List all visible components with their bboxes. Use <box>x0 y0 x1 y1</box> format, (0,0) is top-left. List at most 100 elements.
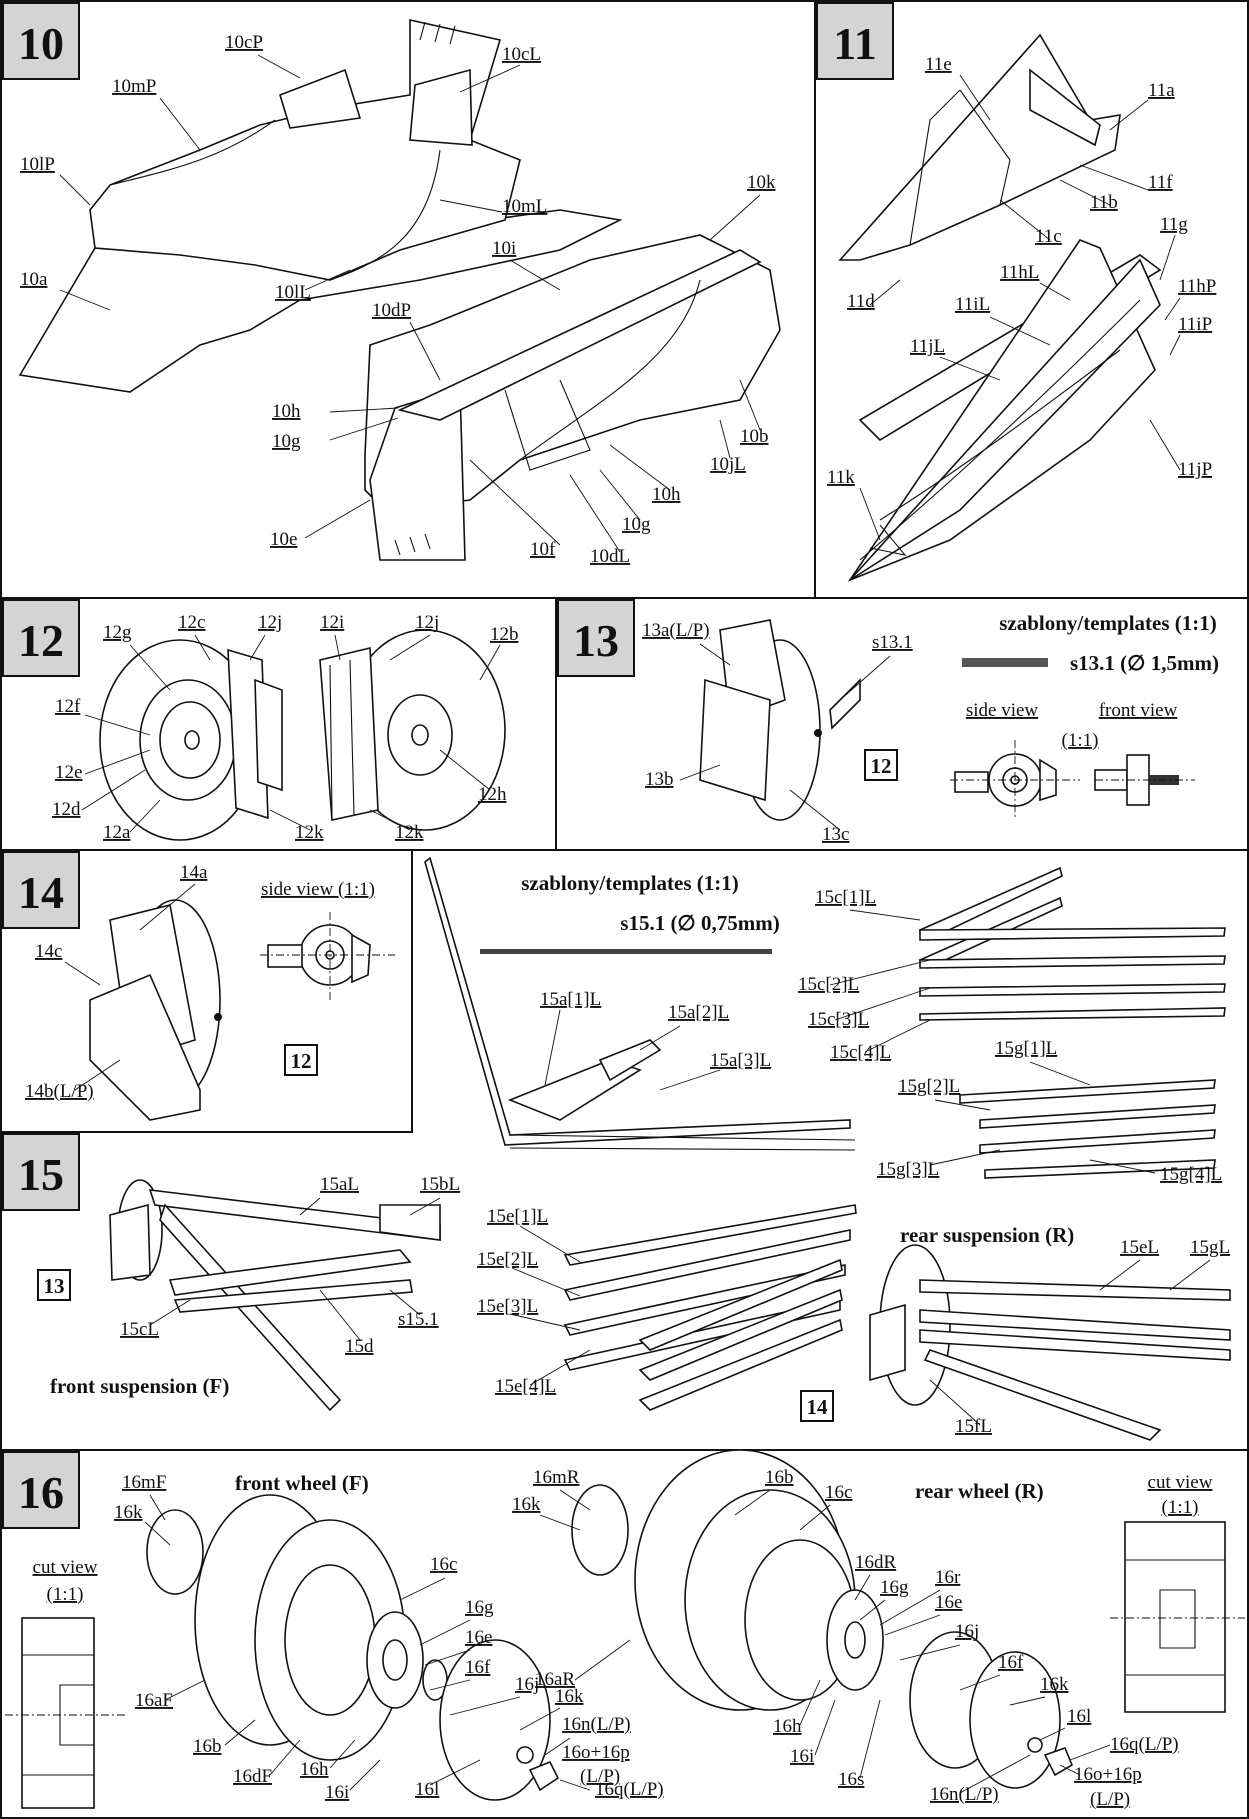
label-15c[4]L: 15c[4]L <box>830 1042 891 1063</box>
label-16b: 16b <box>765 1467 794 1488</box>
leader-line <box>884 1614 941 1636</box>
leader-line <box>509 1313 581 1331</box>
label-10g: 10g <box>272 431 301 452</box>
leader-line <box>349 1759 381 1791</box>
label-16f: 16f <box>465 1657 491 1678</box>
leader-line <box>164 1679 206 1701</box>
label-10lL: 10lL <box>275 282 311 303</box>
label-16g: 16g <box>465 1597 494 1618</box>
template-rod-15: s15.1 (∅ 0,75mm) <box>620 911 779 935</box>
label-10mP: 10mP <box>112 76 156 97</box>
panel-number-11: 11 <box>816 2 894 80</box>
label-(L/P): (L/P) <box>580 1766 620 1787</box>
leader-line <box>539 1514 581 1531</box>
label-11b: 11b <box>1090 192 1118 213</box>
label-16g: 16g <box>880 1577 909 1598</box>
label-16n(L/P): 16n(L/P) <box>930 1784 999 1805</box>
label-16dF: 16dF <box>233 1766 272 1787</box>
leader-line <box>59 174 91 206</box>
label-10h: 10h <box>652 484 681 505</box>
label-11iL: 11iL <box>955 294 990 315</box>
leader-line <box>934 1099 991 1111</box>
label-12d: 12d <box>52 799 81 820</box>
leader-line <box>734 1489 771 1516</box>
label-11k: 11k <box>827 467 855 488</box>
leader-line <box>929 1149 1001 1166</box>
leader-line <box>569 474 621 553</box>
leader-line <box>144 1521 171 1546</box>
leader-line <box>149 1299 191 1326</box>
leader-line <box>849 909 921 921</box>
front-suspension-caption: front suspension (F) <box>50 1374 229 1398</box>
leader-line <box>1099 1259 1141 1291</box>
leader-line <box>389 634 431 661</box>
svg-text:11: 11 <box>833 18 876 69</box>
label-16s: 16s <box>838 1769 864 1790</box>
label-10k: 10k <box>747 172 776 193</box>
leader-line <box>334 634 341 661</box>
front-view-label-13: front view <box>1099 700 1178 721</box>
label-13b: 13b <box>645 769 674 790</box>
label-12h: 12h <box>478 784 507 805</box>
leader-line <box>329 1739 356 1769</box>
leader-line <box>559 1779 591 1791</box>
rear-wheel-title: rear wheel (R) <box>915 1479 1044 1503</box>
leader-line <box>129 644 171 691</box>
leader-line <box>64 961 101 986</box>
label-14b(L/P): 14b(L/P) <box>25 1081 94 1102</box>
leader-line <box>544 1737 571 1756</box>
leader-line <box>999 199 1051 241</box>
panel-number-15: 15 <box>2 1133 80 1211</box>
label-16o+16p: 16o+16p <box>1074 1764 1142 1785</box>
panel-14-drawing <box>89 899 395 1121</box>
panel-number-10: 10 <box>2 2 80 80</box>
leader-line <box>709 194 761 241</box>
leader-line <box>74 1059 121 1091</box>
leader-line <box>429 1759 481 1786</box>
label-13a(L/P): 13a(L/P) <box>642 620 710 641</box>
label-16h: 16h <box>773 1716 802 1737</box>
label-16c: 16c <box>825 1482 852 1503</box>
label-15aL: 15aL <box>320 1174 359 1195</box>
leader-line <box>1079 164 1149 191</box>
leader-line <box>419 1619 471 1646</box>
leader-line <box>529 1349 591 1386</box>
cut-view-scale-rear: (1:1) <box>1162 1497 1199 1518</box>
leader-line <box>84 749 151 775</box>
label-15e[1]L: 15e[1]L <box>487 1206 548 1227</box>
label-15c[3]L: 15c[3]L <box>808 1009 869 1030</box>
label-16dR: 16dR <box>855 1552 897 1573</box>
label-15a[3]L: 15a[3]L <box>710 1050 771 1071</box>
cut-view-label-rear: cut view <box>1148 1472 1213 1493</box>
label-(L/P): (L/P) <box>1090 1789 1130 1810</box>
label-16b: 16b <box>193 1736 222 1757</box>
label-15d: 15d <box>345 1336 374 1357</box>
label-s15.1: s15.1 <box>398 1309 439 1330</box>
template-rod-13: s13.1 (∅ 1,5mm) <box>1070 651 1219 675</box>
leader-line <box>299 1197 321 1216</box>
leader-line <box>544 1009 561 1086</box>
label-10a: 10a <box>20 269 48 290</box>
leader-line <box>799 1679 821 1726</box>
label-12k: 12k <box>295 822 324 843</box>
label-15e[4]L: 15e[4]L <box>495 1376 556 1397</box>
leader-line <box>1164 297 1181 321</box>
leader-line <box>699 643 731 666</box>
leader-line <box>509 259 561 291</box>
label-16f: 16f <box>998 1652 1024 1673</box>
leader-line <box>459 64 521 93</box>
label-12j: 12j <box>415 612 439 633</box>
ref-box-14-in-15: 14 <box>807 1395 829 1419</box>
leader-line <box>959 74 991 121</box>
leader-line <box>1149 419 1181 471</box>
part-labels: 10cP10cL10mP10lP10mL10a10lL10k10i10dP10h… <box>20 32 1230 1810</box>
svg-text:14: 14 <box>18 867 64 918</box>
leader-line <box>389 1289 421 1316</box>
leader-line <box>319 1289 361 1341</box>
leader-line <box>224 1719 256 1746</box>
label-15g[2]L: 15g[2]L <box>898 1076 960 1097</box>
label-10lP: 10lP <box>20 154 55 175</box>
leader-line <box>439 199 503 213</box>
